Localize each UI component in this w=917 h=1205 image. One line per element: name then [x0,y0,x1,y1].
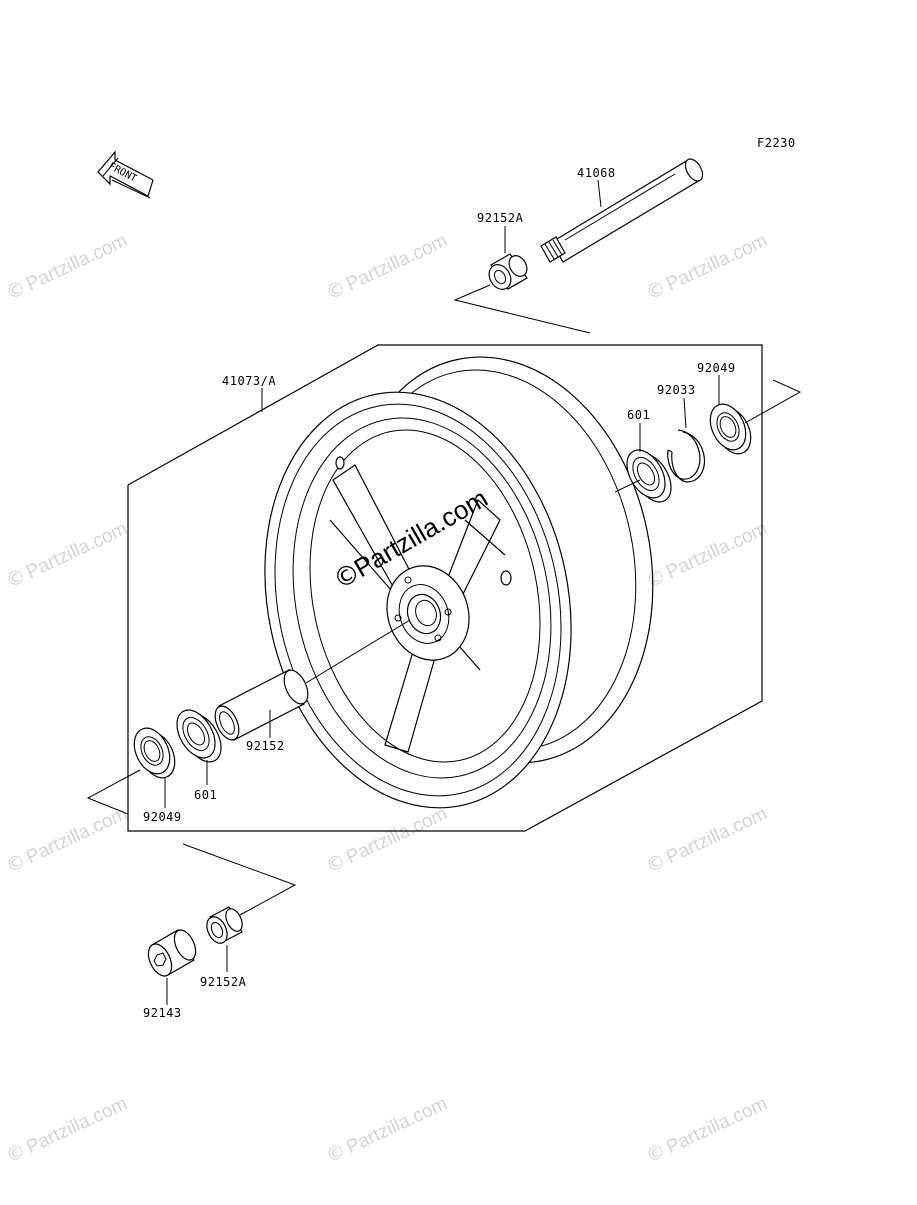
part-label-wheel: 41073/A [222,374,276,388]
watermark-text: Partzilla.com [663,230,770,295]
watermark-text: Partzilla.com [663,1093,770,1158]
axle-centerline [453,284,591,334]
bearing-right-drawing [626,449,672,503]
leader-line [597,179,602,208]
axle-nut-drawing [147,929,197,977]
axle-centerline [182,843,297,916]
axle-centerline [744,379,802,424]
figure-code: F2230 [757,136,796,150]
part-label-collar-bottom: 92152A [200,975,247,989]
part-label-seal-right: 92049 [697,361,736,375]
seal-left-drawing [133,727,176,779]
wheel-assembly-box [127,344,763,832]
bearing-left-drawing [176,709,222,763]
spacer-drawing [214,669,309,741]
watermark-text: Partzilla.com [23,803,130,868]
watermark-text: Partzilla.com [23,1093,130,1158]
axle-centerline [305,619,411,684]
seal-right-drawing [709,403,752,455]
watermark-text: Partzilla.com [343,230,450,295]
front-arrow-icon: FRONT [97,150,154,199]
watermark-text: Partzilla.com [343,1093,450,1158]
axle-drawing [540,158,704,263]
part-label-axle: 41068 [577,166,616,180]
watermark-text: Partzilla.com [663,803,770,868]
circlip-drawing [667,429,705,483]
part-label-seal-left: 92049 [143,810,182,824]
part-label-bearing-left: 601 [194,788,217,802]
part-label-collar-top: 92152A [477,211,524,225]
part-label-bearing-right: 601 [627,408,650,422]
part-label-axle-nut: 92143 [143,1006,182,1020]
collar-top-drawing [488,253,528,290]
axle-centerline [86,769,141,815]
watermark-text: Partzilla.com [23,230,130,295]
watermark-text: Partzilla.com [343,803,450,868]
part-label-circlip: 92033 [657,383,696,397]
watermark-text: Partzilla.com [23,518,130,583]
wheel-drawing [264,356,654,809]
leader-line [683,397,687,429]
watermark-text: Partzilla.com [663,518,770,583]
axle-centerline [614,479,641,493]
collar-bottom-drawing [206,906,243,944]
part-label-spacer: 92152 [246,739,285,753]
